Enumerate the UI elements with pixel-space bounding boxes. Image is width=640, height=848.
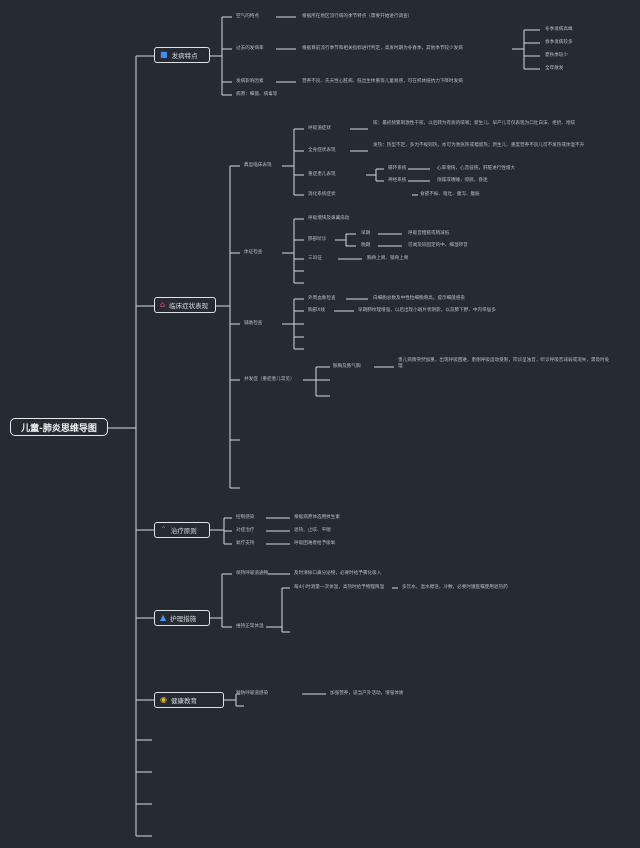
branch-nursing-label: 护理措施	[170, 615, 197, 623]
node-late[interactable]: 晚期	[361, 243, 371, 248]
node-neurologic-text: 烦躁或嗜睡，惊厥，昏迷	[437, 178, 488, 183]
node-circulatory-text: 心率增快，心音低钝，肝脏进行性增大	[437, 166, 516, 171]
node-systemic-text: 发热：热型不定，多为不规则热，亦可为弛张热或稽留热；新生儿、重度营养不良儿可不发…	[373, 143, 585, 148]
node-early-text: 呼吸音粗糙或稍减低	[408, 231, 450, 236]
node-history-leaf-1: 冬季发病高峰	[545, 27, 573, 32]
flag-icon: ■	[160, 50, 168, 59]
node-auxiliary[interactable]: 辅助检查	[244, 321, 263, 326]
node-blood-text: 白细胞总数及中性粒细胞增高，提示细菌感染	[373, 296, 465, 301]
node-infection[interactable]: 控制感染	[236, 515, 255, 520]
node-respiratory-text: 咳：最初频繁刺激性干咳，以后转为有痰的咳嗽；新生儿、早产儿可仅表现为口吐白沫、拒…	[373, 121, 576, 126]
node-xray-text: 早期肺纹理增强，以后出现小斑片状阴影，以双肺下野、中内带居多	[358, 308, 496, 313]
node-retraction[interactable]: 三凹征	[308, 256, 322, 261]
node-circulatory[interactable]: 循环系统	[388, 166, 407, 171]
node-airway[interactable]: 保持呼吸道通畅	[236, 571, 269, 576]
chevron-up-icon: ⌃	[160, 525, 167, 534]
node-history[interactable]: 过去的发病率	[236, 46, 264, 51]
node-season-text: 根据所在地区流行病的季节特点（需要开始进行调查）	[302, 14, 413, 19]
node-signs[interactable]: 体征检查	[244, 250, 263, 255]
node-symptomatic-text: 退热、止咳、平喘	[294, 528, 331, 533]
branch-nursing[interactable]: ▲ 护理措施	[154, 610, 210, 626]
node-complication[interactable]: 并发症（重症患儿常见）	[244, 377, 295, 382]
node-pathogen[interactable]: 病原：细菌、病毒等	[236, 92, 278, 97]
branch-onset-label: 发病特点	[171, 52, 198, 60]
node-history-leaf-4: 全年散发	[545, 66, 564, 71]
node-signs-breathing[interactable]: 呼吸增快及鼻翼扇动	[308, 216, 350, 221]
node-history-leaf-3: 夏秋季较少	[545, 53, 568, 58]
node-late-text: 可闻及较固定的中、细湿啰音	[408, 243, 468, 248]
branch-education[interactable]: ◉ 健康教育	[154, 692, 224, 708]
node-factors[interactable]: 发病影响因素	[236, 79, 264, 84]
branch-onset[interactable]: ■ 发病特点	[154, 47, 210, 63]
node-empyema-text: 患儿病情突然加重，出现呼吸困难，患侧呼吸运动受限，叩诊呈浊音，听诊呼吸音减弱或消…	[398, 358, 610, 369]
node-airway-text: 及时清除口鼻分泌物，必要时给予雾化吸入	[294, 571, 382, 576]
node-early[interactable]: 早期	[361, 231, 371, 236]
home-icon: ⌂	[160, 300, 166, 309]
node-oxygen-text: 呼吸困难者给予吸氧	[294, 541, 336, 546]
node-season[interactable]: 空气的特点	[236, 14, 259, 19]
node-history-text: 根据目前流行季节和相关指标进行判定，高发时期为冬春季，其他季节较少发病	[302, 46, 463, 51]
node-auscultation[interactable]: 肺部听诊	[308, 237, 327, 242]
node-typical[interactable]: 典型临床表现	[244, 163, 272, 168]
node-systemic[interactable]: 全身症状表现	[308, 148, 336, 153]
node-respiratory[interactable]: 呼吸道症状	[308, 126, 331, 131]
node-temperature[interactable]: 维持正常体温	[236, 624, 264, 629]
node-factors-text: 营养不良、先天性心脏病、低出生体重等儿童易感，可在机体抵抗力下降时发病	[302, 79, 463, 84]
flame-icon: ▲	[160, 613, 167, 622]
node-prevention-text: 加强营养，适当户外活动，增强体质	[330, 691, 404, 696]
node-neurologic[interactable]: 神经系统	[388, 178, 407, 183]
node-infection-text: 根据病原体选用抗生素	[294, 515, 340, 520]
node-history-leaf-2: 春季发病较多	[545, 40, 573, 45]
node-temperature-sub[interactable]: 每4小时测量一次体温，高热时给予物理降温	[294, 585, 385, 590]
root-label: 儿童-肺炎思维导图	[21, 423, 97, 434]
branch-treatment-label: 治疗原则	[170, 527, 197, 535]
node-digestive-text: 食欲不振、呕吐、腹泻、腹胀	[420, 192, 480, 197]
branch-education-label: 健康教育	[170, 697, 197, 705]
person-icon: ◉	[160, 695, 167, 704]
node-oxygen[interactable]: 氧疗支持	[236, 541, 255, 546]
node-blood[interactable]: 外周血象检查	[308, 296, 336, 301]
branch-clinical[interactable]: ⌂ 临床症状表现	[154, 297, 216, 313]
branch-treatment[interactable]: ⌃ 治疗原则	[154, 522, 210, 538]
node-xray[interactable]: 胸部X线	[308, 308, 325, 313]
node-empyema[interactable]: 脓胸及脓气胸	[333, 364, 361, 369]
node-digestive[interactable]: 消化系统症状	[308, 192, 336, 197]
node-symptomatic[interactable]: 对症治疗	[236, 528, 255, 533]
branch-clinical-label: 临床症状表现	[169, 302, 209, 310]
node-temperature-text: 多饮水，温水擦浴，冷敷，必要时遵医嘱使用退热药	[402, 585, 508, 590]
node-severe[interactable]: 重症患儿表现	[308, 172, 336, 177]
node-retraction-text: 胸骨上窝、锁骨上窝	[367, 256, 409, 261]
node-prevention[interactable]: 预防呼吸道感染	[236, 691, 269, 696]
root-topic[interactable]: 儿童-肺炎思维导图	[10, 418, 108, 436]
